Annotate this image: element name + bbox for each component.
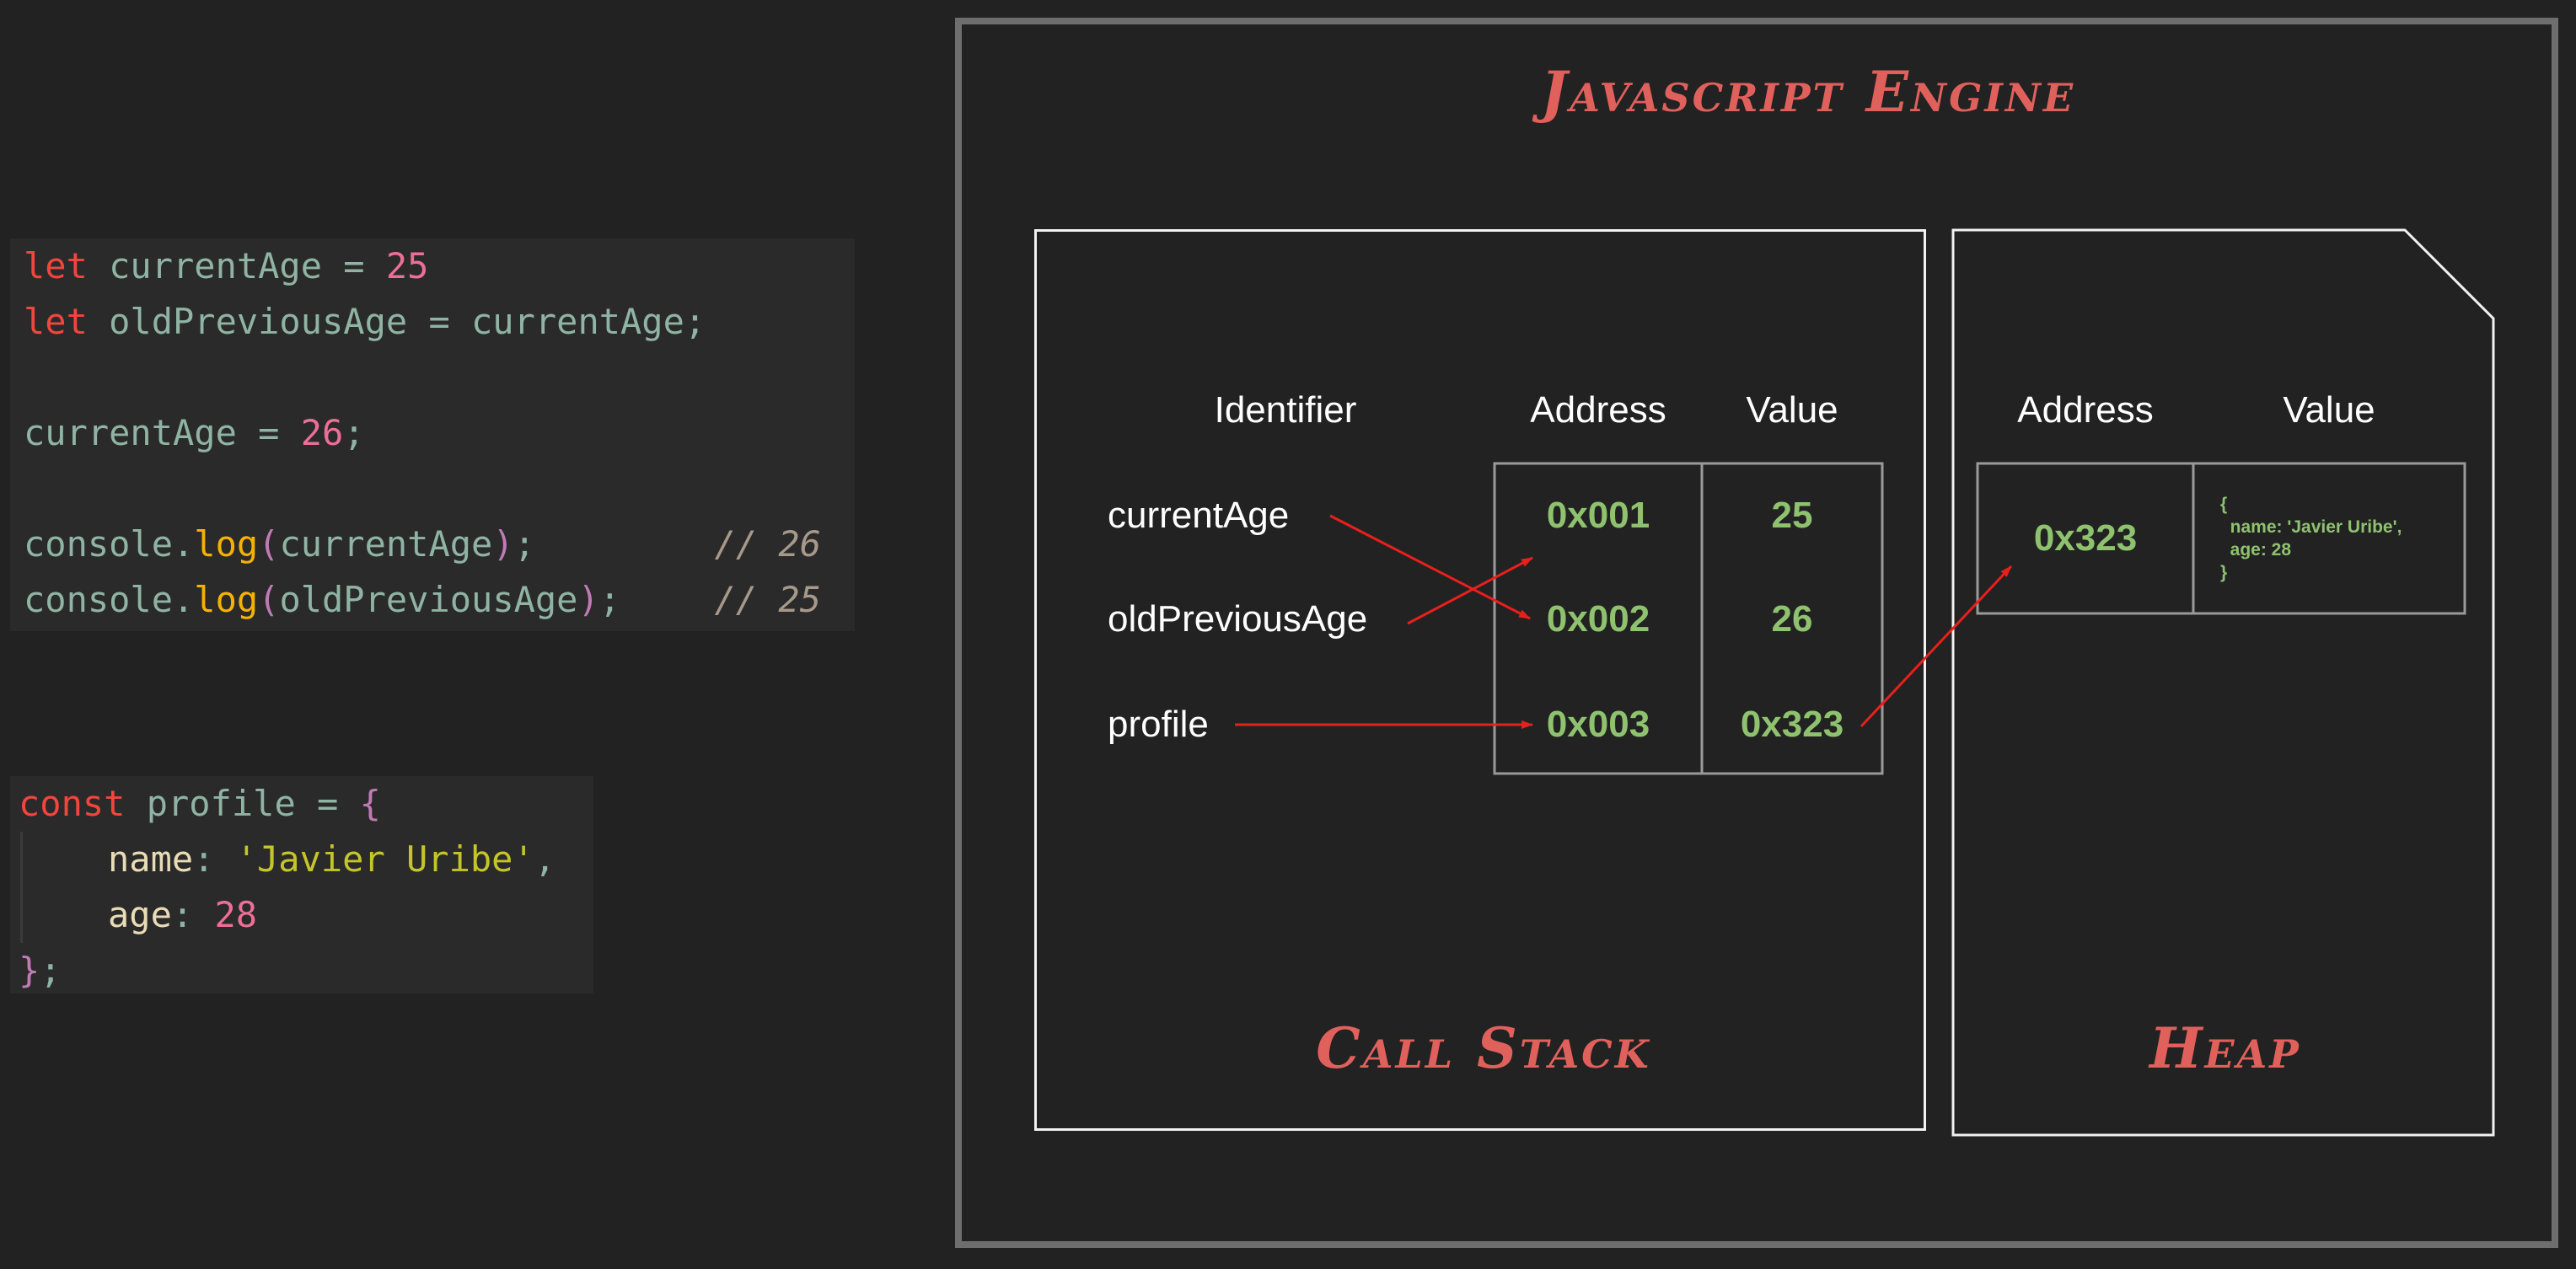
- code-line: console.log(currentAge); // 26: [24, 517, 838, 572]
- code-text: ;: [343, 412, 365, 453]
- stack-value-cell: 26: [1771, 598, 1813, 640]
- code-block-object: const profile = { name: 'Javier Uribe', …: [10, 776, 593, 993]
- stack-address-cell: 0x003: [1546, 704, 1650, 745]
- header-heap-address: Address: [2017, 389, 2154, 431]
- code-text: :: [171, 894, 215, 935]
- heap-value-cell: { name: 'Javier Uribe', age: 28}: [2220, 493, 2402, 584]
- stack-table-grid: [1493, 462, 1884, 775]
- code-block-variables: let currentAge = 25 let oldPreviousAge =…: [10, 238, 855, 631]
- code-line: currentAge = 26;: [24, 405, 365, 461]
- code-line: let oldPreviousAge = currentAge;: [24, 294, 706, 350]
- stack-address-cell: 0x001: [1546, 495, 1650, 536]
- code-text: ;: [598, 579, 621, 620]
- heap-value-line: age: 28: [2220, 540, 2292, 560]
- code-comment: // 25: [714, 579, 821, 620]
- heap-address-cell: 0x323: [2033, 517, 2138, 559]
- heap-value-line: }: [2220, 563, 2228, 582]
- identifier-current-age: currentAge: [1108, 495, 1290, 536]
- stack-value-cell: 0x323: [1740, 704, 1844, 745]
- code-brace: {: [359, 783, 381, 824]
- code-string: 'Javier Uribe': [235, 838, 534, 880]
- heap-value-line: {: [2220, 495, 2228, 514]
- identifier-profile: profile: [1108, 704, 1209, 745]
- code-text: :: [193, 838, 236, 880]
- code-function: log: [194, 523, 259, 565]
- heap-value-line: name: 'Javier Uribe',: [2220, 517, 2402, 537]
- stack-value-cell: 25: [1771, 495, 1813, 536]
- call-stack-box: [1034, 229, 1926, 1131]
- header-stack-value: Value: [1746, 389, 1838, 431]
- code-keyword: const: [19, 783, 126, 824]
- heap-box: [1951, 228, 2495, 1137]
- code-line: name: 'Javier Uribe',: [108, 832, 555, 887]
- code-text: oldPreviousAge = currentAge;: [87, 301, 706, 342]
- code-paren: (: [258, 523, 280, 565]
- code-line: };: [19, 943, 62, 999]
- code-brace: }: [19, 950, 40, 991]
- arrow-oldpreviousage-to-0x001: [1407, 556, 1533, 625]
- header-identifier: Identifier: [1214, 389, 1357, 431]
- indent-guide: [20, 832, 23, 943]
- heap-title: Heap: [2149, 1015, 2301, 1081]
- code-number: 25: [385, 245, 429, 286]
- code-text: ;: [40, 950, 62, 991]
- heap-table-grid: [1976, 462, 2466, 615]
- code-line: let currentAge = 25: [24, 238, 428, 294]
- code-text: currentAge: [279, 523, 493, 565]
- identifier-old-previous-age: oldPreviousAge: [1108, 598, 1368, 640]
- code-paren: ): [577, 579, 599, 620]
- code-comment: // 26: [714, 523, 821, 565]
- code-text: profile =: [125, 783, 360, 824]
- engine-title: Javascript Engine: [1540, 59, 2076, 125]
- arrow-0x323-to-heap: [1860, 565, 2013, 728]
- header-stack-address: Address: [1530, 389, 1666, 431]
- code-text: ;: [513, 523, 535, 565]
- code-property: age: [108, 894, 172, 935]
- code-line: console.log(oldPreviousAge); // 25: [24, 572, 838, 628]
- stack-address-cell: 0x002: [1546, 598, 1650, 640]
- code-text: oldPreviousAge: [279, 579, 578, 620]
- code-text: ,: [534, 838, 556, 880]
- code-text: console.: [24, 523, 195, 565]
- code-property: name: [108, 838, 194, 880]
- code-keyword: let: [24, 301, 88, 342]
- code-text: currentAge =: [24, 412, 301, 453]
- code-number: 26: [300, 412, 344, 453]
- arrow-currentage-to-0x002: [1329, 514, 1531, 620]
- javascript-engine-frame: [955, 18, 2558, 1248]
- call-stack-title: Call Stack: [1316, 1015, 1651, 1081]
- code-text: console.: [24, 579, 195, 620]
- code-keyword: let: [24, 245, 88, 286]
- code-function: log: [194, 579, 259, 620]
- code-paren: ): [492, 523, 514, 565]
- code-line: const profile = {: [19, 776, 381, 832]
- code-text: currentAge =: [87, 245, 386, 286]
- code-number: 28: [214, 894, 258, 935]
- code-line: age: 28: [108, 887, 257, 943]
- code-paren: (: [258, 579, 280, 620]
- header-heap-value: Value: [2283, 389, 2375, 431]
